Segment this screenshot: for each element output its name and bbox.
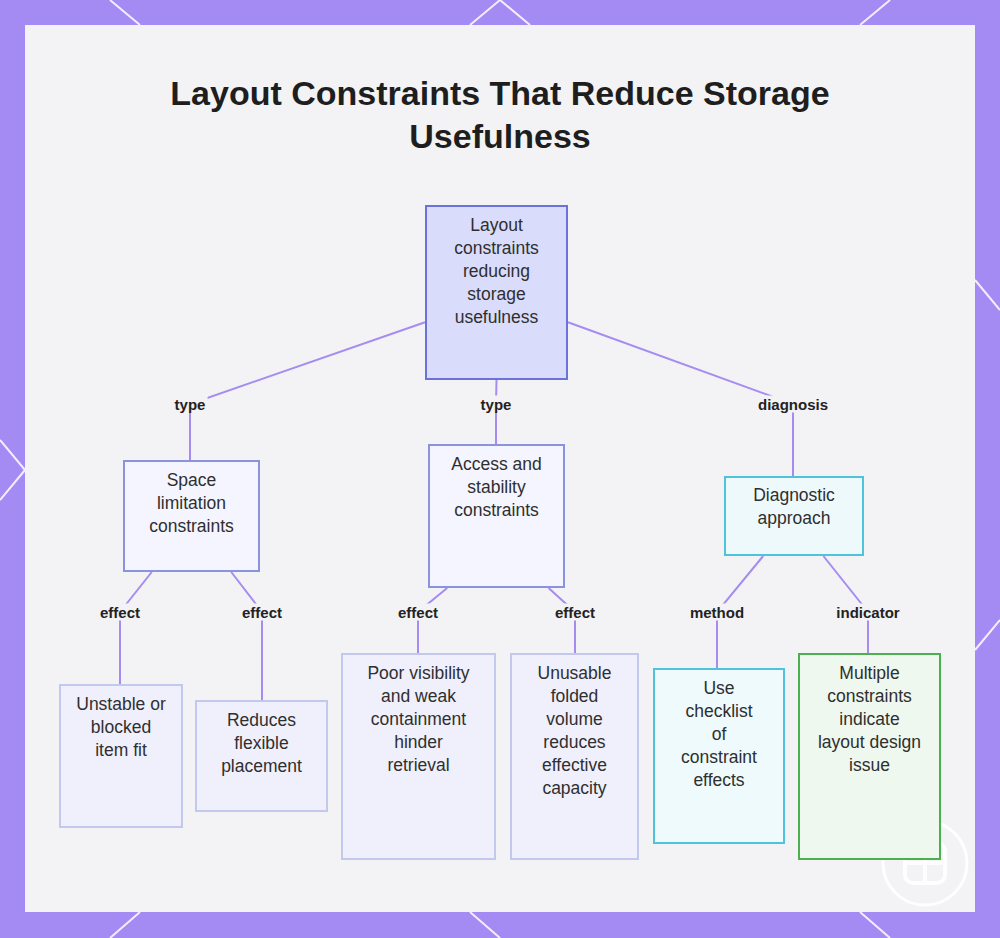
node-label: Diagnostic approach bbox=[738, 484, 850, 530]
root-box: Layout constraints reducing storage usef… bbox=[425, 205, 568, 380]
node-label: Poor visibility and weak containment hin… bbox=[367, 662, 470, 777]
type-box: Space limitation constraints bbox=[123, 460, 260, 572]
node-label: Unstable or blocked item fit bbox=[75, 693, 167, 762]
indicator-box: Multiple constraints indicate layout des… bbox=[798, 653, 941, 860]
edge-label: indicator bbox=[834, 604, 901, 621]
effect-box: Unstable or blocked item fit bbox=[59, 684, 183, 828]
edge-label: effect bbox=[553, 604, 597, 621]
effect-box: Poor visibility and weak containment hin… bbox=[341, 653, 496, 860]
diagnosis-box: Diagnostic approach bbox=[724, 476, 864, 556]
edge-label: effect bbox=[396, 604, 440, 621]
connector-line bbox=[190, 322, 425, 460]
connector-line bbox=[231, 572, 262, 700]
node-label: Space limitation constraints bbox=[137, 469, 246, 538]
edge-label: effect bbox=[98, 604, 142, 621]
method-box: Use checklist of constraint effects bbox=[653, 668, 785, 844]
connector-line bbox=[418, 588, 447, 653]
node-label: Use checklist of constraint effects bbox=[681, 677, 757, 792]
edge-label: type bbox=[173, 396, 208, 413]
edge-label: effect bbox=[240, 604, 284, 621]
node-label: Unusable folded volume reduces effective… bbox=[524, 662, 625, 800]
node-label: Layout constraints reducing storage usef… bbox=[441, 214, 552, 329]
edge-label: diagnosis bbox=[756, 396, 830, 413]
connector-line bbox=[120, 572, 152, 684]
connector-line bbox=[549, 588, 575, 653]
node-label: Access and stability constraints bbox=[444, 453, 549, 522]
edge-label: method bbox=[688, 604, 746, 621]
node-label: Reduces flexible placement bbox=[209, 709, 314, 778]
edge-label: type bbox=[479, 396, 514, 413]
effect-box: Unusable folded volume reduces effective… bbox=[510, 653, 639, 860]
effect-box: Reduces flexible placement bbox=[195, 700, 328, 812]
node-label: Multiple constraints indicate layout des… bbox=[814, 662, 925, 777]
diagram-title: Layout Constraints That Reduce Storage U… bbox=[150, 72, 850, 158]
type-box: Access and stability constraints bbox=[428, 444, 565, 588]
